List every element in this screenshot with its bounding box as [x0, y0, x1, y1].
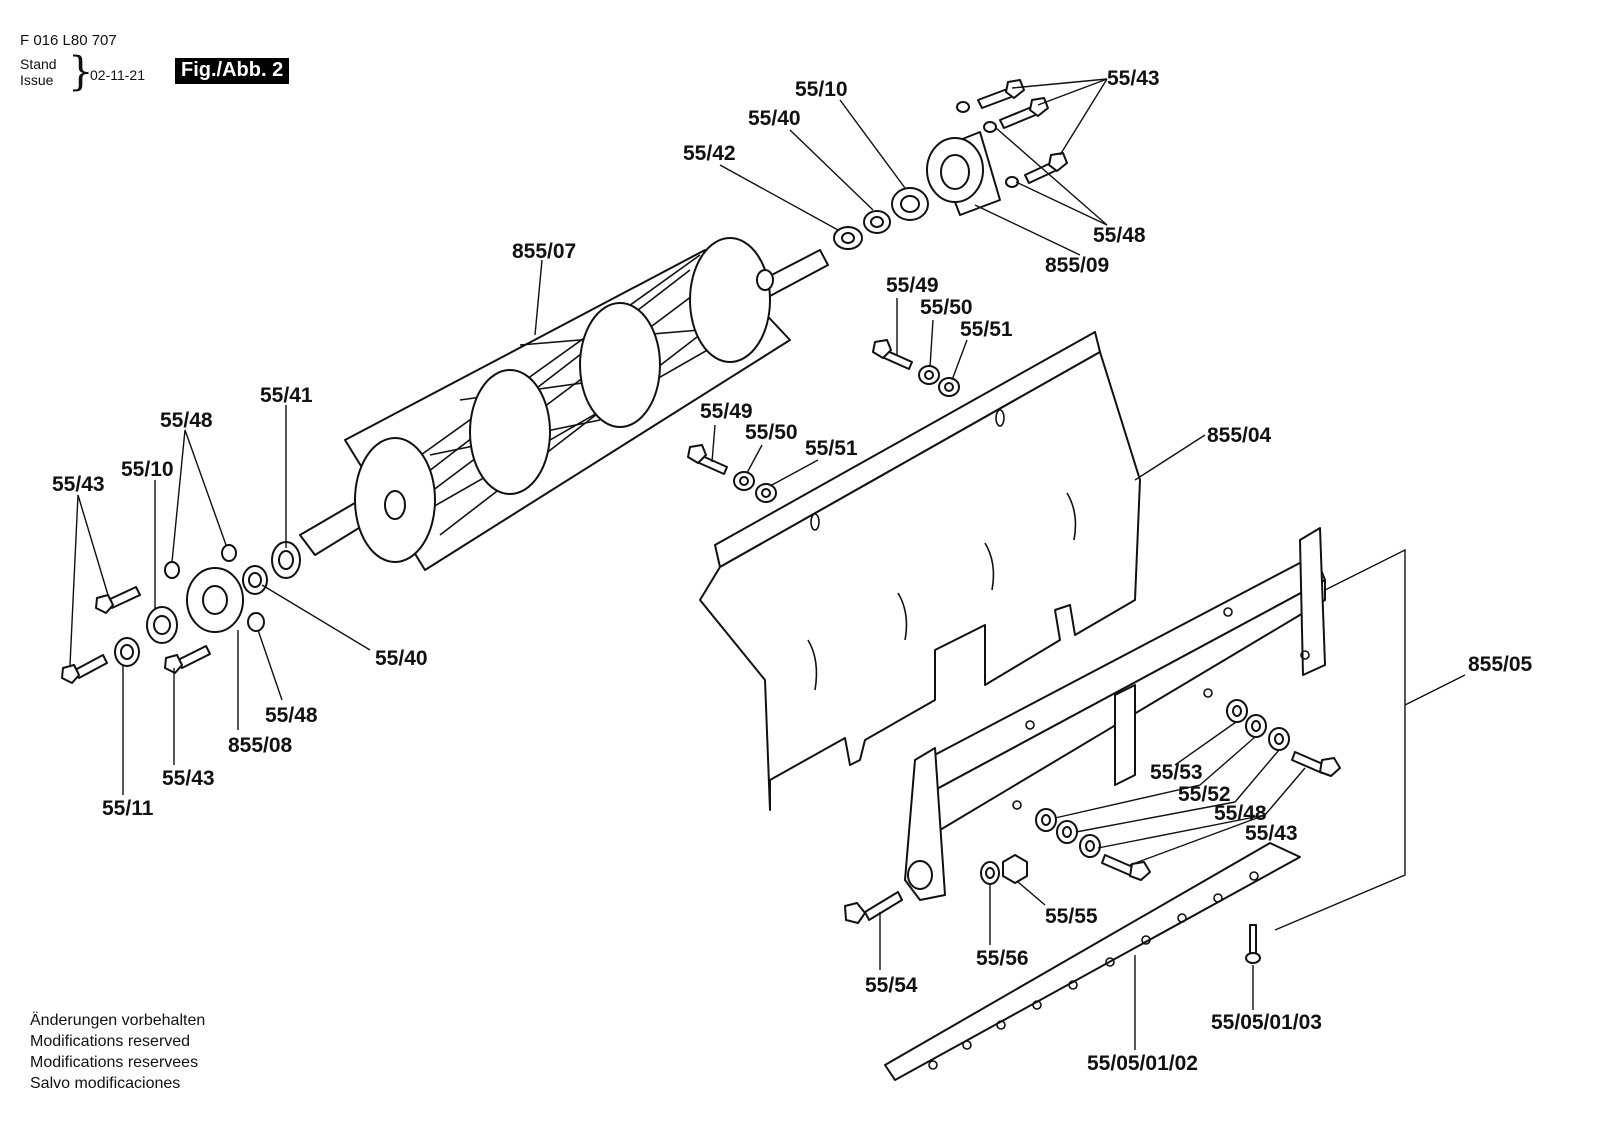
callout-55-48-top-right: 55/48 — [1093, 224, 1146, 247]
callout-55-43-top-right: 55/43 — [1107, 67, 1160, 90]
callout-55-51-upper: 55/51 — [960, 318, 1013, 341]
bottom-blade — [884, 842, 1301, 1081]
callout-55-43-left: 55/43 — [52, 473, 105, 496]
document-header: F 016 L80 707 Stand Issue } 02-11-21 Fig… — [20, 30, 340, 100]
callout-55-50-lower: 55/50 — [745, 421, 798, 444]
callout-855-07: 855/07 — [512, 240, 576, 263]
callout-55-43-right: 55/43 — [1245, 822, 1298, 845]
callout-55-10-top: 55/10 — [795, 78, 848, 101]
callout-55-42: 55/42 — [683, 142, 736, 165]
leader-lines — [69, 78, 1466, 1050]
left-bearing-parts — [61, 541, 301, 684]
bed-plate — [699, 331, 1141, 811]
callout-55-52: 55/52 — [1178, 783, 1231, 806]
callout-55-50-upper: 55/50 — [920, 296, 973, 319]
reel-assembly — [299, 237, 829, 571]
modifications-notice: Änderungen vorbehalten Modifications res… — [30, 1010, 205, 1094]
brace-glyph: } — [68, 49, 94, 95]
callout-55-41: 55/41 — [260, 384, 313, 407]
callout-55-10-left: 55/10 — [121, 458, 174, 481]
callout-55-49-upper: 55/49 — [886, 274, 939, 297]
modifications-es: Salvo modificaciones — [30, 1075, 181, 1092]
modifications-en: Modifications reserved — [30, 1033, 191, 1050]
callout-855-08: 855/08 — [228, 734, 293, 757]
callout-55-53: 55/53 — [1150, 761, 1203, 784]
modifications-fr: Modifications reservees — [30, 1054, 199, 1071]
issue-label: Issue — [20, 72, 54, 88]
callout-55-43-left-lower: 55/43 — [162, 767, 215, 790]
callout-855-04: 855/04 — [1207, 424, 1272, 447]
callout-labels: 55/43 55/10 55/40 55/42 55/48 855/09 855… — [52, 67, 1533, 1075]
bed-plate-slots — [807, 409, 1077, 691]
callout-55-40-left: 55/40 — [375, 647, 428, 670]
callout-55-48-left-lower: 55/48 — [265, 704, 318, 727]
callout-55-48-right: 55/48 — [1214, 802, 1267, 825]
bolt-washer-sets — [687, 339, 960, 503]
callout-55-05-01-02: 55/05/01/02 — [1087, 1052, 1198, 1075]
figure-badge: Fig./Abb. 2 — [175, 58, 290, 84]
stand-issue-labels: Stand Issue — [20, 56, 57, 88]
stand-label: Stand — [20, 56, 57, 72]
document-number: F 016 L80 707 — [20, 32, 117, 49]
issue-date: 02-11-21 — [90, 67, 146, 83]
callout-855-09: 855/09 — [1045, 254, 1109, 277]
callout-55-51-lower: 55/51 — [805, 437, 858, 460]
modifications-de: Änderungen vorbehalten — [30, 1012, 206, 1029]
frame-hardware — [844, 699, 1341, 924]
callout-55-11: 55/11 — [102, 797, 154, 820]
upper-bearing-parts — [833, 79, 1068, 250]
callout-55-48-left: 55/48 — [160, 409, 213, 432]
callout-55-54: 55/54 — [865, 974, 918, 997]
callout-55-40-top: 55/40 — [748, 107, 801, 130]
callout-55-05-01-03: 55/05/01/03 — [1211, 1011, 1322, 1034]
callout-55-55: 55/55 — [1045, 905, 1098, 928]
cutter-frame — [904, 527, 1326, 901]
callout-855-05: 855/05 — [1468, 653, 1533, 676]
callout-55-49-lower: 55/49 — [700, 400, 753, 423]
callout-55-56: 55/56 — [976, 947, 1029, 970]
